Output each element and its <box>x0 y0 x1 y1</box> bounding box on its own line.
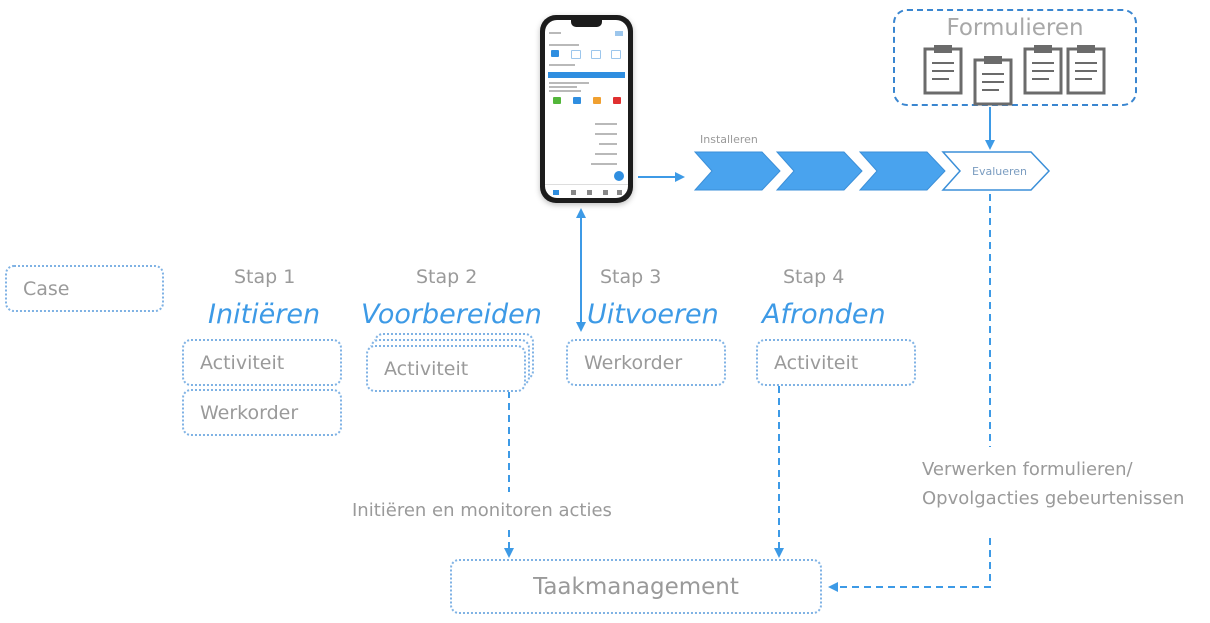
case-label: Case <box>23 277 70 300</box>
forms-note-line-1: Verwerken formulieren/ <box>922 459 1133 480</box>
chevrons-label: Installeren <box>700 133 758 146</box>
chevron-evalueren-label: Evalueren <box>972 165 1028 178</box>
step-1-werkorder-box: Werkorder <box>182 389 342 436</box>
case-box: Case <box>5 265 164 312</box>
clipboard-icon <box>1023 45 1063 95</box>
phase-afronden: Afronden <box>762 299 886 330</box>
step-4-activiteit-label: Activiteit <box>774 351 859 374</box>
taakmanagement-label: Taakmanagement <box>533 573 739 600</box>
smartphone-icon <box>540 15 633 203</box>
step-4-label: Stap 4 <box>783 266 845 288</box>
step-1-label: Stap 1 <box>234 266 296 288</box>
forms-title: Formulieren <box>946 15 1084 41</box>
phase-voorbereiden: Voorbereiden <box>361 299 542 330</box>
phase-uitvoeren: Uitvoeren <box>587 299 719 330</box>
step-4-activiteit-box: Activiteit <box>756 339 916 386</box>
monitor-note: Initiëren en monitoren acties <box>352 500 612 521</box>
process-chevrons <box>693 151 1051 191</box>
dashed-note-to-taakmanagement <box>828 538 991 592</box>
clipboard-icon <box>1066 45 1106 95</box>
step-2-activiteit-label: Activiteit <box>384 357 469 380</box>
forms-box: Formulieren <box>893 9 1137 106</box>
step-1-activiteit-box: Activiteit <box>182 339 342 386</box>
phase-initieren: Initiëren <box>208 299 321 330</box>
chevron-3 <box>858 151 946 191</box>
chevron-evalueren <box>941 151 1051 191</box>
step-3-werkorder-label: Werkorder <box>584 351 683 374</box>
step-2-activiteit-box: Activiteit <box>366 345 526 392</box>
step-3-label: Stap 3 <box>600 266 662 288</box>
phone-screen <box>545 20 628 198</box>
clipboard-icons <box>923 45 1106 106</box>
step-1-werkorder-label: Werkorder <box>200 401 299 424</box>
step-2-label: Stap 2 <box>416 266 478 288</box>
step-3-werkorder-box: Werkorder <box>566 339 726 386</box>
clipboard-icon <box>973 56 1013 106</box>
step-1-activiteit-label: Activiteit <box>200 351 285 374</box>
taakmanagement-box: Taakmanagement <box>450 559 822 614</box>
chevron-2 <box>775 151 863 191</box>
forms-note-line-2: Opvolgacties gebeurtenissen <box>922 488 1185 509</box>
clipboard-icon <box>923 45 963 95</box>
chevron-1 <box>693 151 781 191</box>
